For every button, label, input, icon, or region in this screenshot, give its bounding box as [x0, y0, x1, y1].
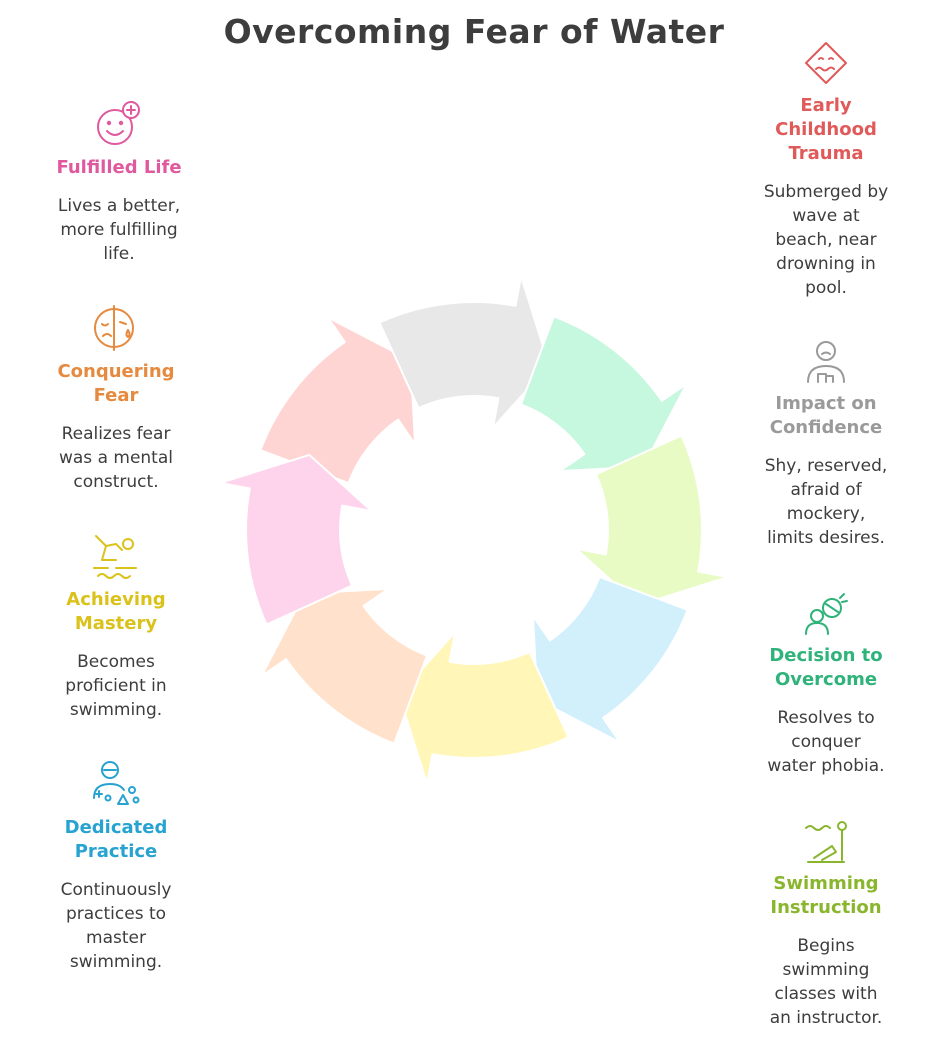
step-label: Conquering Fear: [57, 361, 175, 406]
step-description: Continuously practices to master swimmin…: [60, 880, 172, 972]
step-achieving-mastery: Achieving Mastery Becomes proficient in …: [31, 530, 201, 722]
step-impact-on-confidence: Impact on Confidence Shy, reserved, afra…: [741, 338, 911, 550]
cycle-arrow-2: [378, 275, 551, 429]
split-face-icon: [94, 305, 134, 351]
cycle-arrow-4: [575, 434, 729, 607]
step-description: Resolves to conquer water phobia.: [767, 708, 885, 776]
diver-icon: [93, 535, 137, 579]
step-label: Dedicated Practice: [64, 817, 168, 862]
step-description: Submerged by wave at beach, near drownin…: [763, 182, 889, 298]
step-conquering-fear: Conquering Fear Realizes fear was a ment…: [31, 302, 201, 494]
step-label: Achieving Mastery: [66, 589, 166, 634]
cycle-arrow-1: [259, 316, 417, 485]
step-fulfilled-life: Fulfilled Life Lives a better, more fulf…: [34, 98, 204, 266]
step-label: Impact on Confidence: [769, 393, 883, 438]
cycle-arrow-8: [219, 453, 373, 626]
step-swimming-instruction: Swimming Instruction Begins swimming cla…: [741, 818, 911, 1030]
step-decision-to-overcome: Decision to Overcome Resolves to conquer…: [741, 590, 911, 778]
step-description: Begins swimming classes with an instruct…: [769, 936, 883, 1028]
practice-person-icon: [93, 761, 140, 805]
warning-sign-icon: [805, 42, 847, 84]
smile-plus-icon: [97, 101, 140, 145]
step-description: Lives a better, more fulfilling life.: [57, 196, 181, 264]
cycle-arrow-5: [531, 575, 689, 744]
cycle-arrow-3: [519, 315, 688, 473]
step-early-childhood-trauma: Early Childhood Trauma Submerged by wave…: [741, 40, 911, 300]
cycle-arrow-7: [260, 587, 429, 745]
page-title: Overcoming Fear of Water: [223, 12, 725, 51]
step-description: Shy, reserved, afraid of mockery, limits…: [764, 456, 888, 548]
step-description: Becomes proficient in swimming.: [65, 652, 167, 720]
person-icon: [807, 341, 845, 383]
step-dedicated-practice: Dedicated Practice Continuously practice…: [31, 758, 201, 974]
pool-ladder-icon: [805, 821, 847, 863]
determination-icon: [805, 593, 848, 635]
cycle-arrow-6: [397, 631, 570, 785]
step-label: Early Childhood Trauma: [775, 95, 877, 164]
step-label: Decision to Overcome: [769, 645, 883, 690]
step-label: Fulfilled Life: [56, 157, 182, 178]
step-description: Realizes fear was a mental construct.: [58, 424, 173, 492]
step-label: Swimming Instruction: [770, 873, 882, 918]
